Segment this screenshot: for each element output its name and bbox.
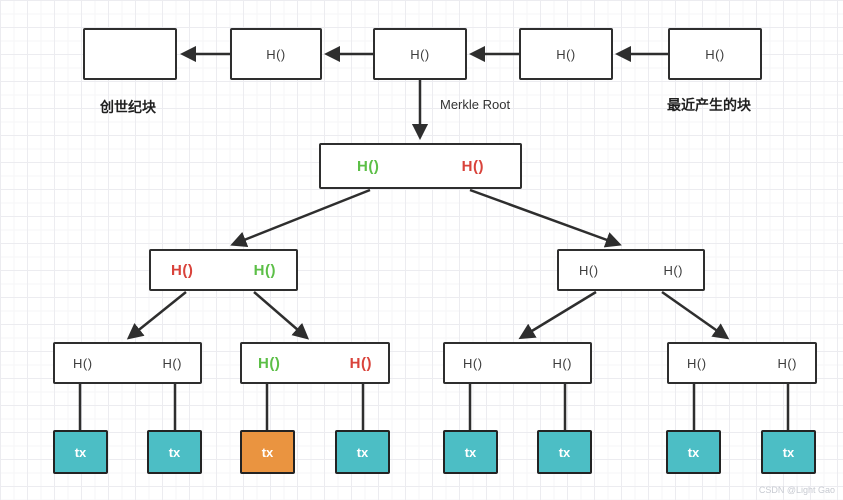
tx-label: tx xyxy=(261,444,274,460)
hash-label: H() xyxy=(777,355,797,371)
tx-box-1: tx xyxy=(53,430,108,474)
hash-label: H() xyxy=(253,261,276,279)
hash-label: H() xyxy=(579,262,599,278)
hash-label: H() xyxy=(552,355,572,371)
tx-box-8: tx xyxy=(761,430,816,474)
tx-box-7: tx xyxy=(666,430,721,474)
block-hash-box-4: H() xyxy=(668,28,762,80)
hash-label: H() xyxy=(410,46,430,62)
tx-box-5: tx xyxy=(443,430,498,474)
tx-box-6: tx xyxy=(537,430,592,474)
hash-label: H() xyxy=(162,355,182,371)
hash-label: H() xyxy=(73,355,93,371)
hash-label: H() xyxy=(461,157,484,175)
merkle-root-label: Merkle Root xyxy=(440,97,511,112)
genesis-block-label: 创世纪块 xyxy=(100,99,156,115)
block-hash-box-1: H() xyxy=(230,28,322,80)
tree-node-l2-right: H() H() xyxy=(557,249,705,291)
hash-label: H() xyxy=(266,46,286,62)
tree-node-l3-3: H() H() xyxy=(443,342,592,384)
hash-label: H() xyxy=(463,355,483,371)
hash-label: H() xyxy=(687,355,707,371)
tx-label: tx xyxy=(356,444,369,460)
hash-label: H() xyxy=(258,354,281,372)
tree-node-l3-1: H() H() xyxy=(53,342,202,384)
tx-label: tx xyxy=(687,444,700,460)
block-hash-box-2: H() xyxy=(373,28,467,80)
block-hash-box-3: H() xyxy=(519,28,613,80)
tx-box-4: tx xyxy=(335,430,390,474)
hash-label: H() xyxy=(556,46,576,62)
tree-node-l3-4: H() H() xyxy=(667,342,817,384)
watermark: CSDN @Light Gao xyxy=(758,485,835,495)
tx-box-2: tx xyxy=(147,430,202,474)
hash-label: H() xyxy=(663,262,683,278)
tx-label: tx xyxy=(558,444,571,460)
tx-label: tx xyxy=(74,444,87,460)
genesis-block-box xyxy=(83,28,177,80)
tx-label: tx xyxy=(464,444,477,460)
tx-box-3: tx xyxy=(240,430,295,474)
hash-label: H() xyxy=(171,261,194,279)
merkle-root-node: H() H() xyxy=(319,143,522,189)
hash-label: H() xyxy=(705,46,725,62)
tx-label: tx xyxy=(168,444,181,460)
hash-label: H() xyxy=(349,354,372,372)
tree-node-l3-2: H() H() xyxy=(240,342,390,384)
hash-label: H() xyxy=(357,157,380,175)
tx-label: tx xyxy=(782,444,795,460)
latest-block-label: 最近产生的块 xyxy=(667,97,751,113)
tree-node-l2-left: H() H() xyxy=(149,249,298,291)
